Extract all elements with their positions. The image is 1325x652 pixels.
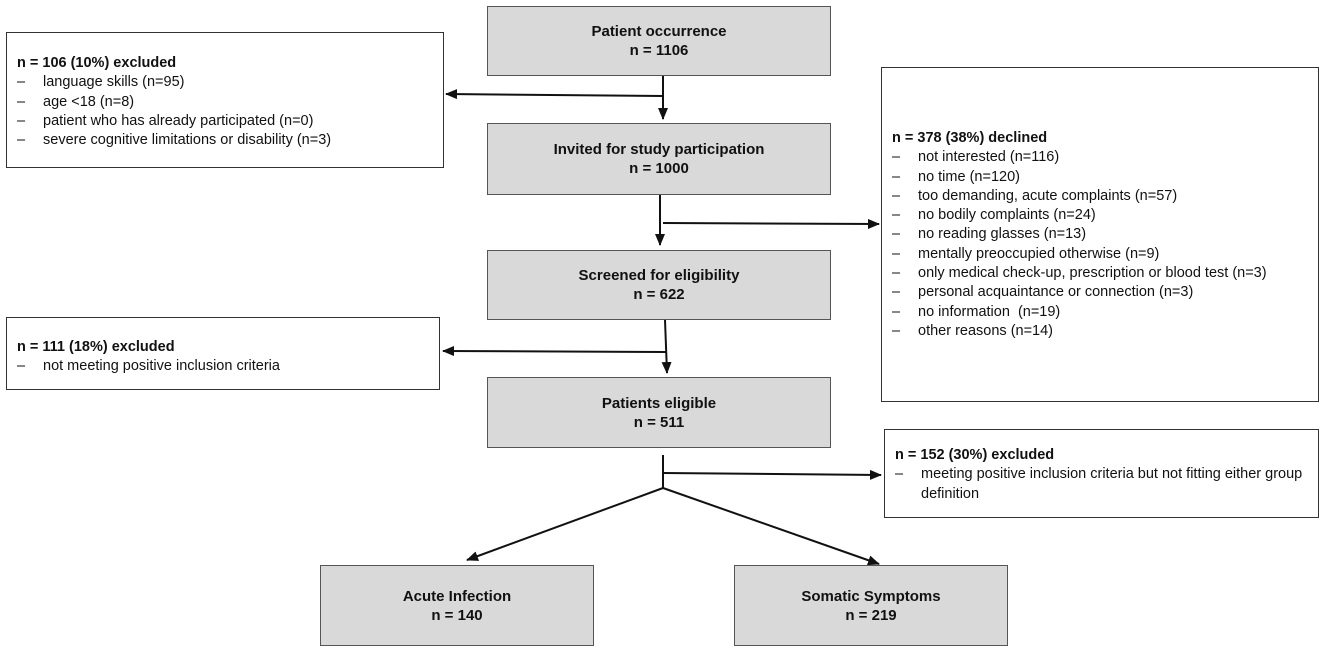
- reason-list: –meeting positive inclusion criteria but…: [895, 465, 1310, 504]
- list-item: –meeting positive inclusion criteria but…: [895, 465, 1310, 504]
- box-declined-378: n = 378 (38%) declined –not interested (…: [881, 67, 1319, 402]
- box-header: n = 111 (18%) excluded: [17, 339, 175, 355]
- dash-marker: –: [895, 466, 904, 483]
- list-item-text: language skills (n=95): [43, 74, 185, 91]
- box-somatic-symptoms: Somatic Symptoms n = 219: [734, 565, 1008, 646]
- box-title: Acute Infection: [402, 587, 512, 605]
- list-item: –severe cognitive limitations or disabil…: [17, 131, 443, 150]
- dash-marker: –: [17, 74, 26, 91]
- dash-marker: –: [17, 112, 26, 129]
- reason-list: –not meeting positive inclusion criteria: [17, 357, 439, 376]
- dash-marker: –: [892, 322, 901, 339]
- dash-marker: –: [892, 265, 901, 282]
- box-screened: Screened for eligibility n = 622: [487, 250, 831, 320]
- box-title: Invited for study participation: [553, 141, 765, 158]
- dash-marker: –: [17, 358, 26, 375]
- dash-marker: –: [892, 284, 901, 301]
- arrow-to-excluded-106: [445, 89, 664, 100]
- dash-marker: –: [892, 187, 901, 204]
- list-item: –not interested (n=116): [892, 148, 1318, 167]
- arrow-to-excluded-111: [442, 346, 667, 357]
- box-excluded-152: n = 152 (30%) excluded –meeting positive…: [884, 429, 1319, 518]
- dash-marker: –: [892, 168, 901, 185]
- list-item: –not meeting positive inclusion criteria: [17, 357, 439, 376]
- list-item: –no information (n=19): [892, 303, 1318, 322]
- list-item: –patient who has already participated (n…: [17, 112, 443, 131]
- list-item-text: no bodily complaints (n=24): [918, 207, 1096, 224]
- dash-marker: –: [892, 226, 901, 243]
- list-item-text: too demanding, acute complaints (n=57): [918, 187, 1178, 204]
- box-count: n = 1000: [629, 160, 689, 177]
- list-item: –language skills (n=95): [17, 73, 443, 92]
- box-header: n = 106 (10%) excluded: [17, 55, 177, 71]
- list-item-text: age <18 (n=8): [43, 93, 135, 110]
- arrow-screened-to-eligible: [661, 319, 672, 374]
- list-item: –no time (n=120): [892, 168, 1318, 187]
- list-item-text: only medical check-up, prescription or b…: [918, 265, 1267, 282]
- list-item-text: other reasons (n=14): [918, 322, 1054, 339]
- box-header: n = 152 (30%) excluded: [895, 447, 1055, 463]
- list-item: –other reasons (n=14): [892, 322, 1318, 341]
- list-item-text: no reading glasses (n=13): [918, 226, 1087, 243]
- arrow-to-acute: [466, 487, 664, 561]
- dash-marker: –: [892, 149, 901, 166]
- box-excluded-106: n = 106 (10%) excluded –language skills …: [6, 32, 444, 168]
- list-item-text: no information (n=19): [918, 303, 1061, 320]
- box-header: n = 378 (38%) declined: [892, 130, 1048, 146]
- dash-marker: –: [892, 207, 901, 224]
- list-item-text: no time (n=120): [918, 168, 1020, 185]
- box-count: n = 622: [633, 286, 685, 303]
- list-item: –only medical check-up, prescription or …: [892, 264, 1318, 283]
- dash-marker: –: [892, 245, 901, 262]
- reason-list: –not interested (n=116) –no time (n=120)…: [892, 148, 1318, 341]
- list-item: –no reading glasses (n=13): [892, 225, 1318, 244]
- box-count: n = 511: [633, 413, 685, 431]
- list-item: –age <18 (n=8): [17, 93, 443, 112]
- arrow-to-excluded-152: [662, 469, 882, 480]
- list-item-text: meeting positive inclusion criteria but …: [921, 466, 1303, 502]
- box-acute-infection: Acute Infection n = 140: [320, 565, 594, 646]
- list-item: –personal acquaintance or connection (n=…: [892, 283, 1318, 302]
- box-count: n = 219: [845, 606, 897, 624]
- list-item-text: patient who has already participated (n=…: [43, 112, 314, 129]
- box-title: Patient occurrence: [591, 23, 727, 40]
- box-title: Screened for eligibility: [578, 267, 740, 284]
- dash-marker: –: [892, 303, 901, 320]
- list-item-text: personal acquaintance or connection (n=3…: [918, 284, 1194, 301]
- arrow-to-declined-378: [662, 218, 880, 229]
- list-item: –mentally preoccupied otherwise (n=9): [892, 245, 1318, 264]
- reason-list: –language skills (n=95) –age <18 (n=8) –…: [17, 73, 443, 150]
- box-title: Patients eligible: [601, 394, 717, 412]
- list-item-text: mentally preoccupied otherwise (n=9): [918, 245, 1160, 262]
- list-item-text: not meeting positive inclusion criteria: [43, 358, 280, 375]
- list-item: –no bodily complaints (n=24): [892, 206, 1318, 225]
- box-title: Somatic Symptoms: [801, 587, 941, 605]
- box-count: n = 140: [431, 606, 483, 624]
- box-invited: Invited for study participation n = 1000: [487, 123, 831, 195]
- box-excluded-111: n = 111 (18%) excluded –not meeting posi…: [6, 317, 440, 390]
- list-item: –too demanding, acute complaints (n=57): [892, 187, 1318, 206]
- box-count: n = 1106: [629, 42, 689, 59]
- list-item-text: severe cognitive limitations or disabili…: [43, 132, 332, 149]
- box-patient-occurrence: Patient occurrence n = 1106: [487, 6, 831, 76]
- dash-marker: –: [17, 93, 26, 110]
- arrow-to-somatic: [662, 487, 880, 566]
- box-eligible: Patients eligible n = 511: [487, 377, 831, 448]
- list-item-text: not interested (n=116): [918, 149, 1060, 166]
- dash-marker: –: [17, 132, 26, 149]
